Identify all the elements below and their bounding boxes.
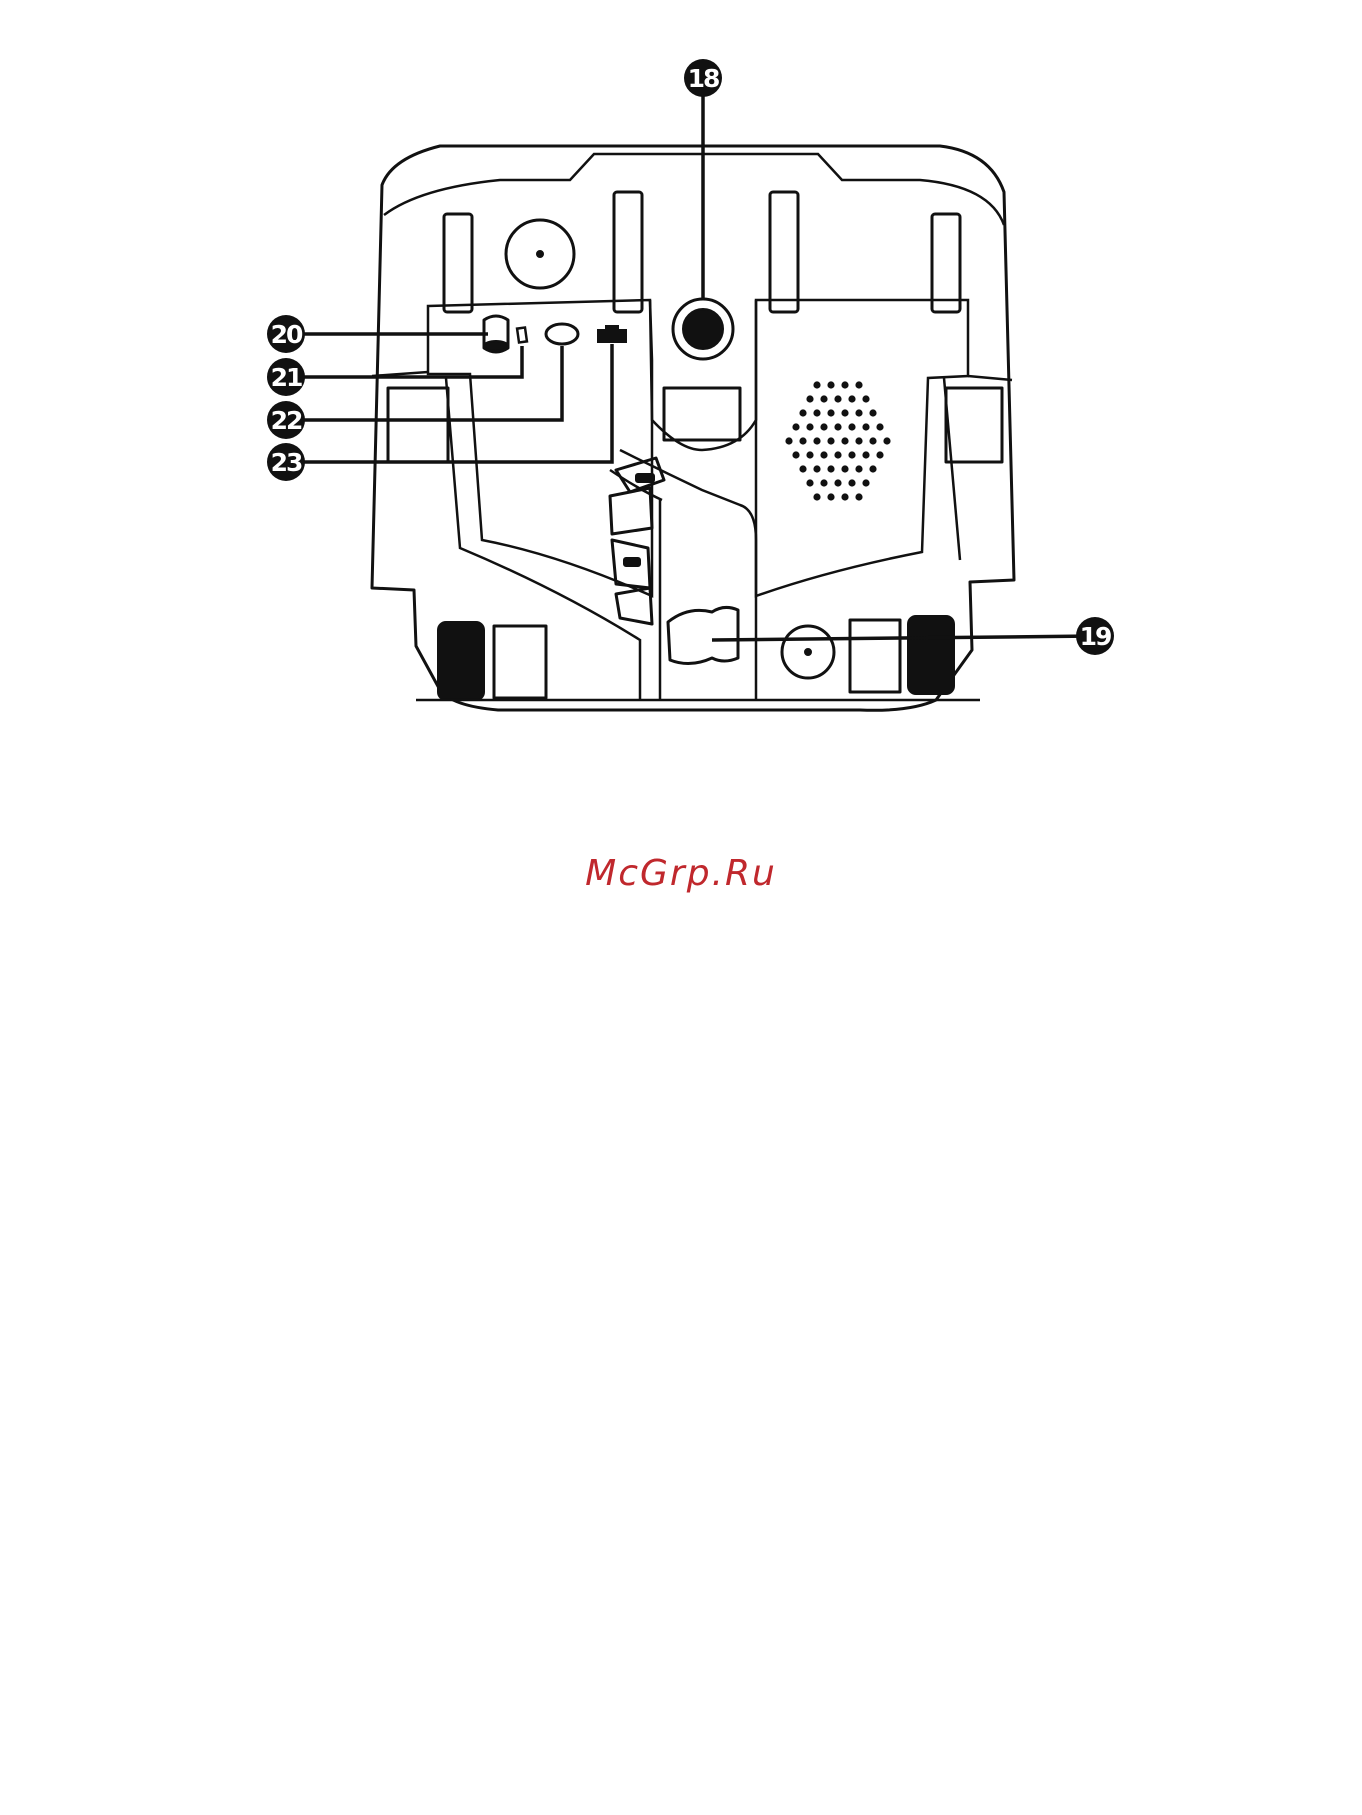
grille-hole — [855, 465, 862, 472]
grille-hole — [869, 465, 876, 472]
grille-hole — [806, 479, 813, 486]
grille-hole — [806, 423, 813, 430]
post-1 — [444, 214, 472, 312]
grille-hole — [841, 409, 848, 416]
watermark-text: McGrp.Ru — [0, 853, 1362, 894]
grille-hole — [813, 465, 820, 472]
foot-pad-left — [438, 622, 484, 700]
grille-hole — [862, 423, 869, 430]
grille-hole — [834, 451, 841, 458]
svg-text:20: 20 — [271, 320, 303, 349]
grille-hole — [855, 493, 862, 500]
svg-text:19: 19 — [1080, 622, 1111, 651]
label-box-left — [388, 388, 448, 462]
grille-hole — [834, 423, 841, 430]
callout-21: 21 — [267, 358, 305, 396]
svg-text:18: 18 — [688, 64, 719, 93]
grille-hole — [848, 479, 855, 486]
grille-hole — [820, 451, 827, 458]
svg-text:21: 21 — [271, 363, 302, 392]
grille-hole — [862, 451, 869, 458]
left-panel — [428, 300, 652, 596]
grille-hole — [813, 437, 820, 444]
label-box-center — [664, 388, 740, 440]
post-4 — [932, 214, 960, 312]
grille-hole — [841, 465, 848, 472]
grille-hole — [841, 493, 848, 500]
leader-19 — [712, 636, 1095, 640]
post-3 — [770, 192, 798, 312]
grille-hole — [827, 493, 834, 500]
grille-hole — [869, 437, 876, 444]
grille-hole — [792, 423, 799, 430]
grille-hole — [841, 381, 848, 388]
grille-hole — [820, 423, 827, 430]
grille-hole — [785, 437, 792, 444]
cable-guide-2 — [610, 488, 652, 534]
grille-hole — [827, 465, 834, 472]
grille-hole — [862, 479, 869, 486]
callout-18: 18 — [684, 59, 722, 97]
device-base-diagram: 18 19 20 21 22 23 — [0, 0, 1362, 760]
grille-hole — [799, 465, 806, 472]
grille-hole — [792, 451, 799, 458]
grille-hole — [799, 437, 806, 444]
connector-21-slot — [517, 328, 527, 343]
grille-hole — [813, 381, 820, 388]
label-box-lower-right — [850, 620, 900, 692]
housing-inner-top — [384, 154, 1004, 225]
grille-hole — [855, 381, 862, 388]
grille-hole — [806, 395, 813, 402]
connector-23-rj-port — [598, 326, 626, 342]
grille-hole — [848, 451, 855, 458]
grille-hole — [834, 395, 841, 402]
foot-pad-right — [908, 616, 954, 694]
right-panel — [756, 300, 968, 596]
callout-20: 20 — [267, 315, 305, 353]
callout-23: 23 — [267, 443, 305, 481]
svg-text:23: 23 — [271, 448, 302, 477]
cable-hook — [668, 607, 738, 663]
post-2 — [614, 192, 642, 312]
grille-hole — [813, 409, 820, 416]
grille-hole — [848, 423, 855, 430]
grille-hole — [855, 409, 862, 416]
grille-hole — [827, 381, 834, 388]
grille-hole — [869, 409, 876, 416]
grille-hole — [841, 437, 848, 444]
right-side-strip — [968, 376, 1012, 380]
grille-hole — [883, 437, 890, 444]
label-box-right — [946, 388, 1002, 462]
callout-22: 22 — [267, 401, 305, 439]
grille-hole — [848, 395, 855, 402]
grille-hole — [827, 437, 834, 444]
grille-hole — [855, 437, 862, 444]
svg-text:22: 22 — [271, 406, 302, 435]
grille-hole — [813, 493, 820, 500]
grille-hole — [820, 479, 827, 486]
dc-socket-inner — [683, 309, 723, 349]
label-box-lower-left — [494, 626, 546, 698]
grille-hole — [876, 423, 883, 430]
speaker-grille — [785, 381, 890, 500]
grille-hole — [806, 451, 813, 458]
grille-hole — [834, 479, 841, 486]
connector-22-button — [546, 324, 578, 344]
grille-hole — [827, 409, 834, 416]
callout-19: 19 — [1076, 617, 1114, 655]
grille-hole — [876, 451, 883, 458]
grille-hole — [820, 395, 827, 402]
grille-hole — [799, 409, 806, 416]
grille-hole — [862, 395, 869, 402]
